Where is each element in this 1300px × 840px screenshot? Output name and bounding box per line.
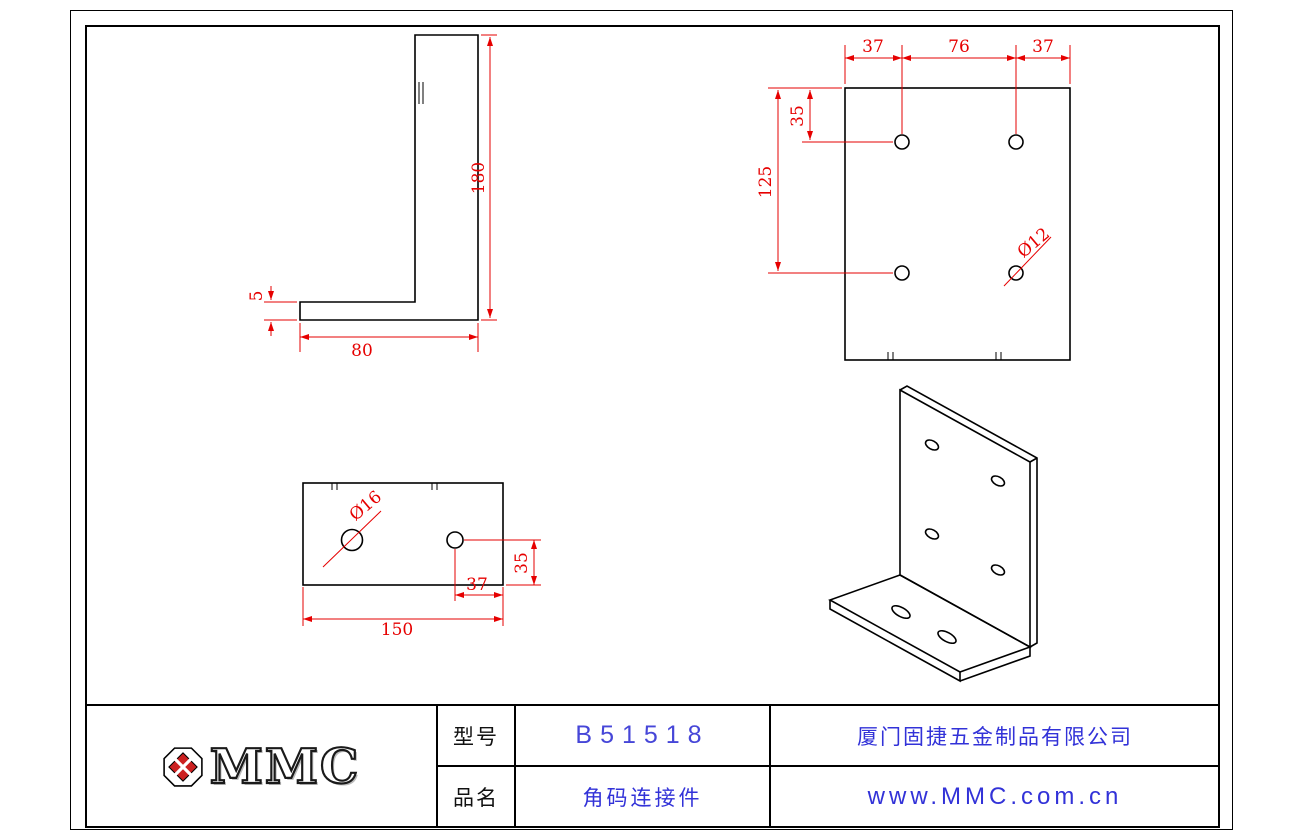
hole-diameter-label: Ø16 xyxy=(346,487,386,525)
product-value: 角码连接件 xyxy=(515,766,770,828)
dim-side-offset: 35 xyxy=(512,552,532,574)
product-value-text: 角码连接件 xyxy=(582,787,703,810)
iso-plate-thickness xyxy=(899,385,1038,648)
hole xyxy=(446,531,464,549)
sheet-inner-border xyxy=(85,25,1220,828)
iso-flange-hole xyxy=(937,629,957,645)
drawing-area: 180 80 5 37 xyxy=(247,34,1071,683)
sheet-outer-border xyxy=(70,10,1233,830)
logo-diamond-icon xyxy=(163,746,203,787)
dim-center: 76 xyxy=(948,37,970,57)
front-view-outline xyxy=(844,87,1071,361)
iso-plate-face xyxy=(899,388,1031,649)
hole xyxy=(894,265,910,281)
title-block-divider-3 xyxy=(769,704,771,828)
model-value-text: B51518 xyxy=(575,721,710,749)
company-name-text: 厦门固捷五金制品有限公司 xyxy=(857,725,1133,749)
product-label-text: 品名 xyxy=(453,787,499,810)
plan-view: Ø16 37 150 35 xyxy=(302,482,541,640)
product-label: 品名 xyxy=(437,766,515,828)
title-block-mid-line xyxy=(437,765,1220,767)
company-logo: MMC xyxy=(162,738,361,795)
logo-text: MMC xyxy=(209,738,361,795)
front-view: 37 76 37 35 125 Ø12 xyxy=(756,37,1071,361)
company-website-text: www.MMC.com.cn xyxy=(867,783,1123,810)
dim-right: 37 xyxy=(1032,37,1054,57)
front-view-bend-marks xyxy=(887,352,1002,360)
company-name: 厦门固捷五金制品有限公司 xyxy=(770,705,1220,766)
model-label-text: 型号 xyxy=(453,725,499,749)
title-block-divider-1 xyxy=(436,704,438,828)
dim-height: 180 xyxy=(469,162,489,194)
side-view-dimensions: 180 80 5 xyxy=(247,34,497,361)
dim-top-offset: 35 xyxy=(788,105,808,127)
model-value: B51518 xyxy=(515,705,770,766)
side-view-bend-marks xyxy=(418,82,424,104)
isometric-view xyxy=(828,385,1038,683)
side-view-outline xyxy=(299,34,479,321)
hole-diameter-label: Ø12 xyxy=(1014,224,1054,262)
iso-flange-hole xyxy=(891,604,911,620)
iso-hole xyxy=(990,475,1006,487)
iso-flange-thickness xyxy=(829,600,1031,683)
side-view: 180 80 5 xyxy=(247,34,497,361)
title-block-divider-2 xyxy=(514,704,516,828)
dim-width: 80 xyxy=(351,341,373,361)
title-block-top-line xyxy=(85,704,1220,706)
hole xyxy=(1008,265,1024,281)
hole xyxy=(1008,134,1024,150)
logo-cell: MMC xyxy=(85,705,437,828)
iso-hole xyxy=(990,564,1006,576)
dim-left: 37 xyxy=(862,37,884,57)
company-website: www.MMC.com.cn xyxy=(770,766,1220,828)
dim-hole-offset: 37 xyxy=(466,575,488,595)
plan-view-bend-marks xyxy=(331,483,438,490)
front-view-dimensions: 37 76 37 35 125 Ø12 xyxy=(756,37,1071,287)
hole xyxy=(340,528,364,552)
hole xyxy=(894,134,910,150)
iso-flange-face xyxy=(828,574,1032,673)
dim-length: 150 xyxy=(381,620,413,640)
model-label: 型号 xyxy=(437,705,515,766)
dim-thickness: 5 xyxy=(247,291,267,302)
iso-hole xyxy=(924,528,940,540)
dim-row-span: 125 xyxy=(756,166,776,198)
iso-hole xyxy=(924,439,940,451)
plan-view-outline xyxy=(302,482,504,586)
plan-view-dimensions: Ø16 37 150 35 xyxy=(302,487,541,640)
